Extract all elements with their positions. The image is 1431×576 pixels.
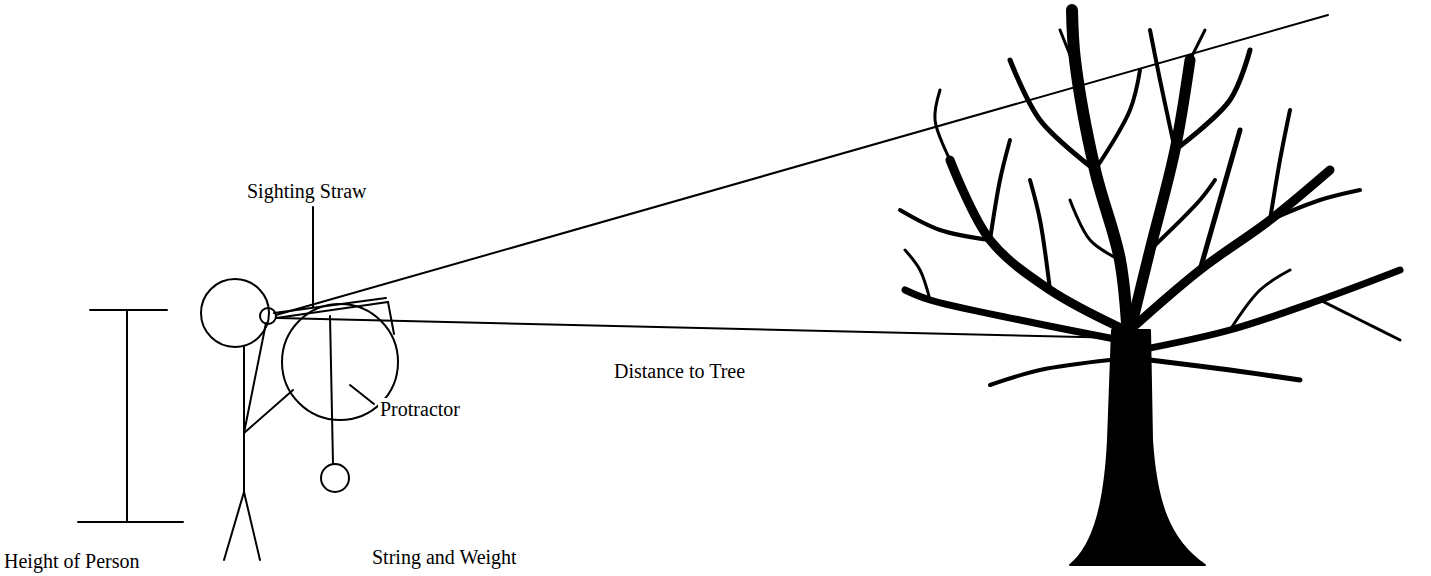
person-arm [244,390,293,433]
tree-branch [1200,130,1240,270]
tree-branch [1072,10,1128,340]
person-body [243,347,245,492]
tree-branch [1230,270,1290,330]
tree-branch [1320,300,1400,340]
tree-branch [1060,30,1072,60]
tree-branch [1095,70,1140,170]
height-bracket [126,310,128,522]
tree-branch [905,290,1120,340]
tree-branch [1070,200,1120,260]
part-label: Height of Person [2,550,142,572]
tree-branch [1270,110,1290,220]
tree-branch [1128,60,1190,340]
plumb-weight [321,464,349,492]
tree-branch [990,140,1010,240]
tree [900,10,1400,565]
part-label: Sighting Straw [245,180,368,202]
tree-branch [950,160,1125,330]
person-head [201,279,269,347]
height-tick [90,309,167,311]
leader-line [350,385,374,404]
tree-branch [935,90,950,160]
tree-branch [1150,360,1300,380]
tree-branch [1190,30,1205,60]
tree-branch [1150,30,1175,150]
tree-branch [1150,180,1215,250]
person-eye [260,308,276,324]
person-leg [244,492,260,560]
part-label: Distance to Tree [612,360,747,382]
tree-branch [1030,180,1050,290]
tree-branch [1010,60,1095,170]
tree-branch [905,250,930,300]
tree-branch [900,210,990,240]
tree-branch [1140,270,1400,350]
plumb-string [330,316,333,464]
height-tick [78,521,183,523]
tree-branch [990,360,1110,385]
tree-branch [1270,190,1360,220]
distance-line [278,318,1124,338]
protractor-edge [388,302,394,334]
person-leg [224,492,244,560]
leader-line [312,207,314,307]
part-label: String and Weight [370,546,519,568]
part-label: Protractor [378,398,462,420]
